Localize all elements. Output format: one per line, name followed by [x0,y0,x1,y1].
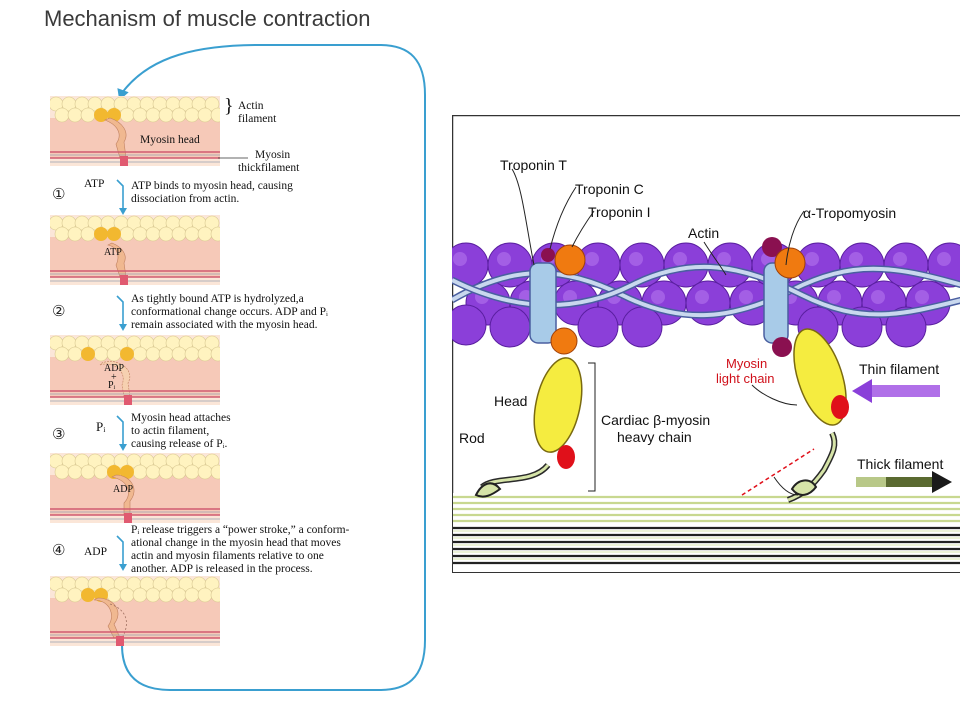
thick-filament-label: thickfilament [238,162,300,174]
step-1-number: ① [52,185,66,203]
step-3-number: ③ [52,425,66,443]
step-1-side: ATP [84,178,105,190]
step-3-text-1: Myosin head attaches [131,412,231,424]
myosin-right [786,328,849,503]
step-2-text-2: conformational change occurs. ADP and Pᵢ [131,306,328,318]
thin-filament-label: Thin filament [859,361,940,377]
actin-filament-label-1: Actin [238,100,264,112]
head-label: Head [494,393,528,409]
step-3-text-2: to actin filament, [131,425,210,437]
cardiac-heavy-chain-label-2: heavy chain [617,429,692,445]
thin-filament-arrow [852,379,940,403]
myosin-label: Myosin [255,149,291,161]
panel-2-atp: ATP [104,247,122,258]
step-4-side: ADP [84,546,108,558]
contraction-panel-4 [50,453,220,523]
step-4-text-3: actin and myosin filaments relative to o… [131,550,324,562]
thick-filament-bars [453,493,960,572]
step-2-text-3: remain associated with the myosin head. [131,319,318,331]
step-4-text-1: Pᵢ release triggers a “power stroke,” a … [131,524,350,536]
troponin-c-label: Troponin C [575,181,644,197]
panel-4-adp: ADP [113,484,134,495]
panel-3-plus: + [111,372,117,383]
myosin-head-label: Myosin head [140,134,200,147]
step-4-number: ④ [52,541,66,559]
myosin-light-chain-label-1: Myosin [726,356,768,371]
page-title: Mechanism of muscle contraction [44,6,371,31]
myosin-left [474,357,583,498]
actin-label: Actin [688,225,720,241]
myosin-light-chain-label-2: light chain [716,371,775,386]
troponin-complex-right [762,237,806,357]
thick-filament-arrow [856,471,952,493]
step-1-arrow [116,179,127,215]
contraction-panel-1 [50,96,220,166]
panel-3-pi: Pᵢ [108,380,116,391]
step-2-text-1: As tightly bound ATP is hydrolyzed,a [131,293,304,305]
troponin-i-label: Troponin I [588,204,651,220]
sarcomere-diagram [452,115,960,573]
leader-line [218,157,248,159]
contraction-panel-3 [50,335,220,405]
troponin-complex-left [529,244,586,355]
panel-3-adp: ADP [104,363,125,374]
step-2-arrow [116,295,127,331]
contraction-panel-5 [50,576,220,646]
step-3-text-3: causing release of Pᵢ. [131,438,228,450]
thick-filament-label: Thick filament [857,456,944,472]
troponin-t-label: Troponin T [500,157,567,173]
tropomyosin-label: α-Tropomyosin [803,205,897,221]
step-4-text-2: ational change in the myosin head that m… [131,537,341,549]
step-4-text-4: another. ADP is released in the process. [131,563,313,575]
step-2-number: ② [52,302,66,320]
step-1-text-1: ATP binds to myosin head, causing [131,180,293,192]
rod-label: Rod [459,430,485,446]
step-3-arrow [116,415,127,451]
actin-filament-label-2: filament [238,113,277,125]
contraction-panel-2 [50,215,220,285]
step-1-text-2: dissociation from actin. [131,193,240,205]
cardiac-heavy-chain-label-1: Cardiac β-myosin [601,412,711,428]
brace-actin: } [224,95,234,117]
step-4-arrow [116,535,127,571]
step-3-side: Pᵢ [96,419,106,434]
